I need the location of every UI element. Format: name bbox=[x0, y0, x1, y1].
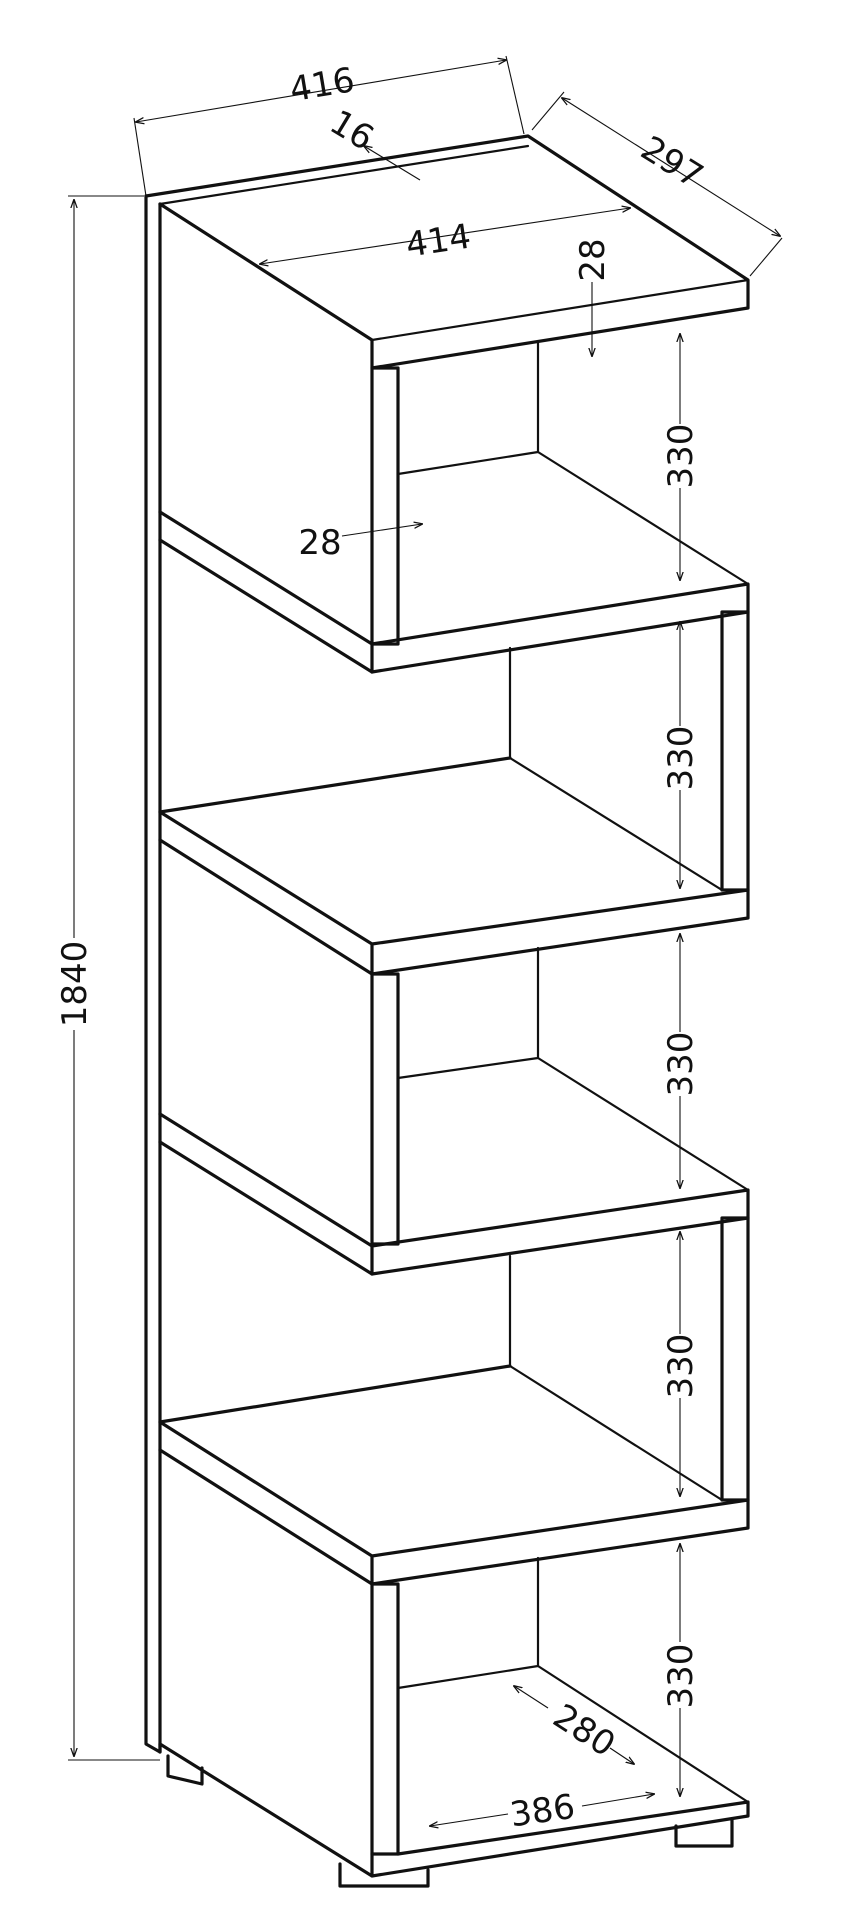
shelf-2-underside bbox=[158, 838, 374, 976]
top-panel-front-edge bbox=[370, 278, 750, 342]
dim-386-line-b bbox=[581, 1794, 654, 1807]
dim-386-label: 386 bbox=[508, 1787, 578, 1836]
dim-297-line bbox=[562, 98, 780, 236]
dimension-lines bbox=[68, 55, 783, 1826]
dim-416-line bbox=[136, 60, 506, 122]
shelf-2 bbox=[158, 756, 750, 976]
shelf-1 bbox=[158, 510, 750, 674]
front-panel-2 bbox=[370, 972, 400, 1246]
side-panel-edge bbox=[144, 194, 162, 1754]
dim-386-line-a bbox=[430, 1813, 509, 1826]
shelf-1-underside bbox=[158, 538, 374, 674]
foot-left bbox=[166, 1754, 204, 1786]
dim-414-label: 414 bbox=[403, 217, 473, 266]
shelf-4-underside bbox=[158, 1448, 374, 1586]
dim-1840-label: 1840 bbox=[55, 941, 95, 1028]
dim-330-label-3: 330 bbox=[661, 1032, 701, 1097]
cube-5-floor bbox=[536, 1664, 750, 1804]
bookcase-outline bbox=[144, 134, 750, 1888]
dim-28-shelf-label: 28 bbox=[573, 238, 613, 281]
dim-28-panel-leader bbox=[341, 524, 422, 537]
dim-330-label-2: 330 bbox=[661, 726, 701, 791]
shelf-3 bbox=[158, 1112, 750, 1276]
dim-280-line-b bbox=[609, 1747, 634, 1764]
dimension-labels: 416 16 414 297 28 28 1840 330 330 330 33… bbox=[55, 60, 710, 1835]
base-panel bbox=[158, 1742, 750, 1878]
dim-330-label-5: 330 bbox=[661, 1644, 701, 1709]
front-panel-3 bbox=[370, 1582, 400, 1856]
foot-front bbox=[338, 1862, 430, 1888]
top-panel-back-strip bbox=[158, 144, 530, 206]
dim-297-label: 297 bbox=[634, 129, 710, 197]
dim-416-label: 416 bbox=[287, 60, 358, 110]
dim-330-label-4: 330 bbox=[661, 1334, 701, 1399]
dim-28-panel-label: 28 bbox=[298, 523, 341, 563]
dim-280-line-a bbox=[514, 1686, 549, 1709]
dim-280-label: 280 bbox=[546, 1696, 622, 1765]
cube-1-floor bbox=[536, 450, 750, 586]
cube-3-floor bbox=[536, 1056, 750, 1192]
foot-right bbox=[674, 1818, 734, 1848]
right-panel-1 bbox=[720, 610, 750, 892]
right-panel-2 bbox=[720, 1216, 750, 1502]
dim-16-leader bbox=[364, 146, 421, 181]
shelf-3-underside bbox=[158, 1140, 374, 1276]
front-panel-1 bbox=[370, 366, 400, 646]
dim-330-label-1: 330 bbox=[661, 424, 701, 489]
shelf-4 bbox=[158, 1364, 750, 1586]
